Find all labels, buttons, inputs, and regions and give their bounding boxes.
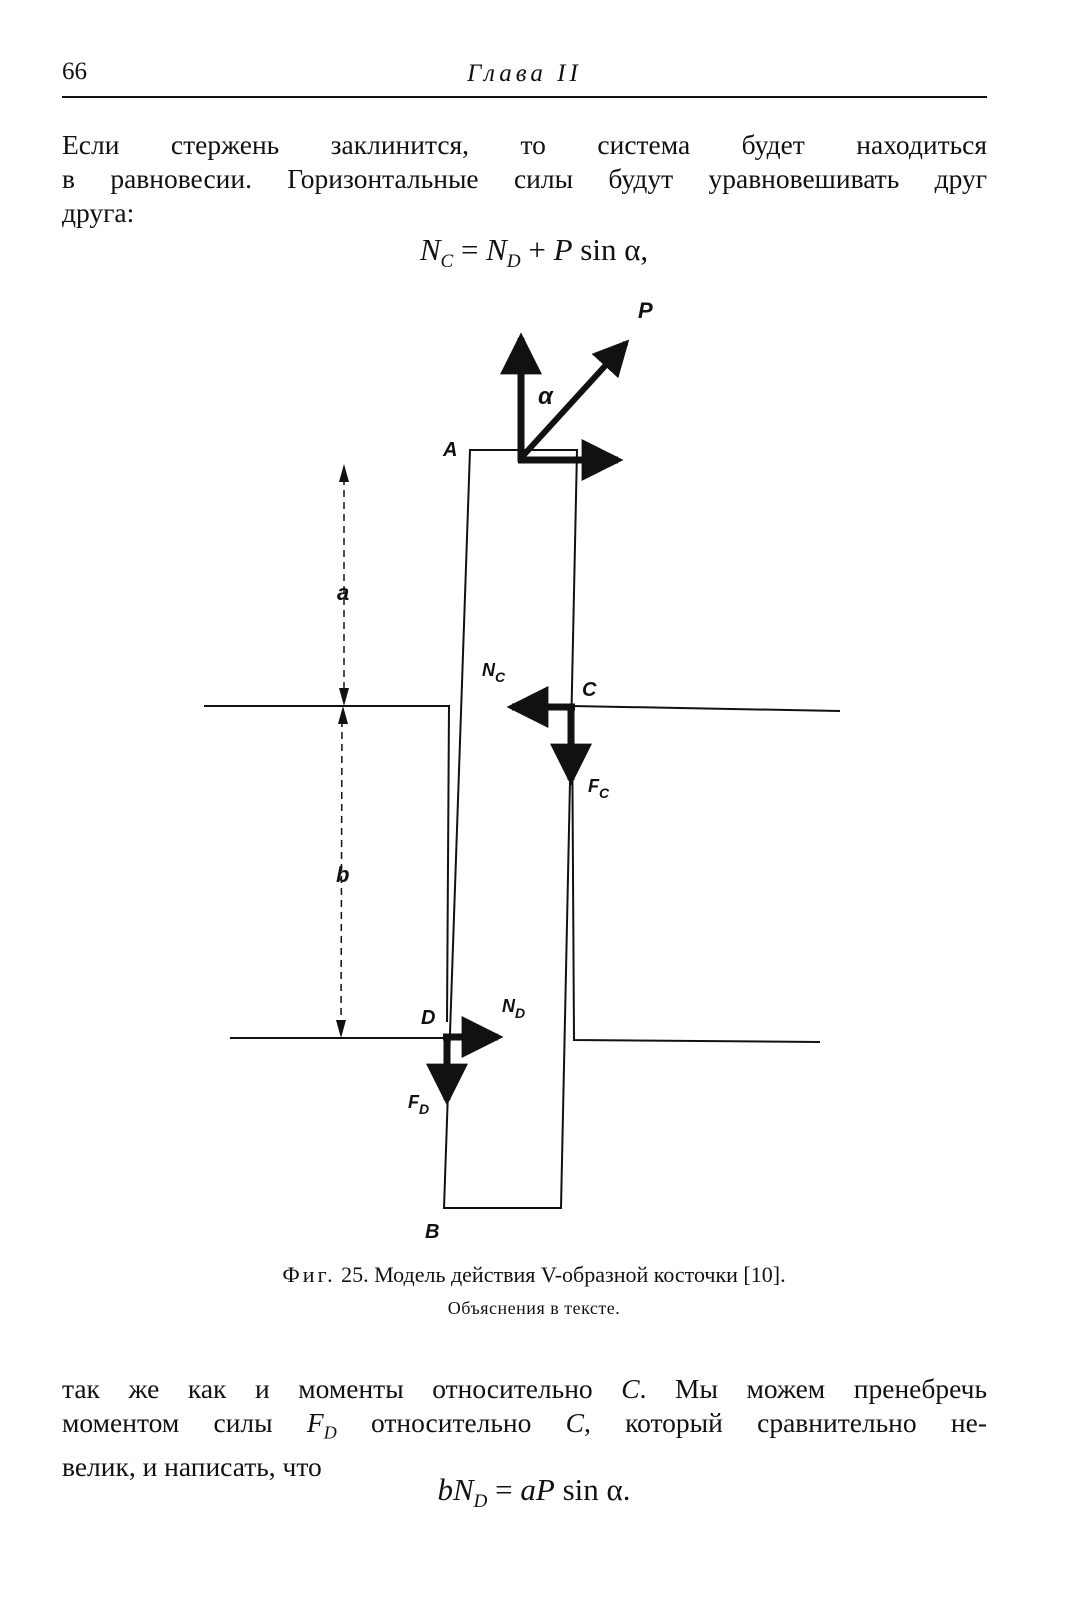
equation-horizontal-forces: NC = ND + P sin α,: [0, 232, 1068, 273]
label-alpha: α: [538, 383, 554, 410]
eq-symbol: N: [486, 232, 507, 267]
text-line: в равновесии. Горизонтальные силы будут …: [62, 163, 987, 194]
figure-caption-note: Объяснения в тексте.: [447, 1298, 621, 1318]
eq-symbol: P: [553, 232, 573, 267]
eq-subscript: D: [473, 1491, 488, 1513]
eq-symbol: a: [520, 1472, 536, 1507]
label-fc: FC: [588, 776, 610, 801]
eq-symbol: P: [535, 1472, 555, 1507]
rod: [442, 449, 579, 1209]
dimension-arrowhead: [336, 1020, 346, 1038]
dimension-arrowhead: [339, 688, 349, 706]
label-p: P: [638, 298, 653, 323]
dimension-b: [340, 719, 343, 1025]
caption-text: 25. Модель действия V-образной косточки …: [335, 1262, 786, 1287]
eq-operator: =: [453, 232, 487, 267]
label-nd: ND: [502, 996, 525, 1021]
eq-subscript: D: [506, 251, 521, 273]
text-line: так же как и моменты относительно C. Мы …: [62, 1373, 988, 1404]
label-a-dimension: a: [337, 580, 349, 605]
label-a-point: A: [442, 439, 457, 461]
eq-text: sin α,: [572, 232, 649, 267]
bone-surface-lower-right: [571, 705, 821, 1043]
label-c-point: C: [582, 679, 597, 701]
label-b-point: B: [425, 1221, 439, 1243]
dimension-arrowhead: [339, 464, 349, 482]
page-number: 66: [62, 58, 87, 85]
label-d-point: D: [421, 1007, 435, 1029]
eq-subscript: C: [440, 251, 454, 273]
caption-fig-word: Фиг.: [282, 1262, 336, 1287]
label-fd: FD: [408, 1092, 429, 1117]
text-line: моментом силы FD относительно C, который…: [62, 1407, 987, 1443]
running-head: Глава II: [467, 60, 582, 87]
dimension-arrowhead: [338, 706, 348, 724]
eq-operator: +: [520, 232, 554, 267]
paragraph-intro: Если стержень заклинится, то система буд…: [62, 128, 987, 230]
page-header: 66 Глава II: [62, 56, 987, 98]
text-line: Если стержень заклинится, то система буд…: [62, 129, 987, 160]
eq-symbol: N: [452, 1472, 474, 1507]
paragraph-moments: так же как и моменты относительно C. Мы …: [62, 1372, 987, 1484]
text-line: велик, и написать, что: [62, 1450, 322, 1482]
label-nc: NC: [482, 660, 506, 685]
text-line: друга:: [62, 197, 135, 228]
force-p-shaft-line: [529, 349, 621, 449]
equation-moments: bND = aP sin α.: [0, 1472, 1068, 1513]
bone-surface-upper-left: [204, 705, 451, 1023]
bone-surface-upper-right: [571, 705, 841, 712]
eq-symbol: N: [419, 232, 441, 267]
label-b-dimension: b: [336, 862, 349, 887]
eq-text: sin α.: [554, 1472, 631, 1507]
eq-symbol: b: [437, 1472, 453, 1507]
figure-caption: Фиг. 25. Модель действия V-образной кост…: [0, 1262, 1068, 1288]
eq-operator: =: [487, 1472, 521, 1507]
